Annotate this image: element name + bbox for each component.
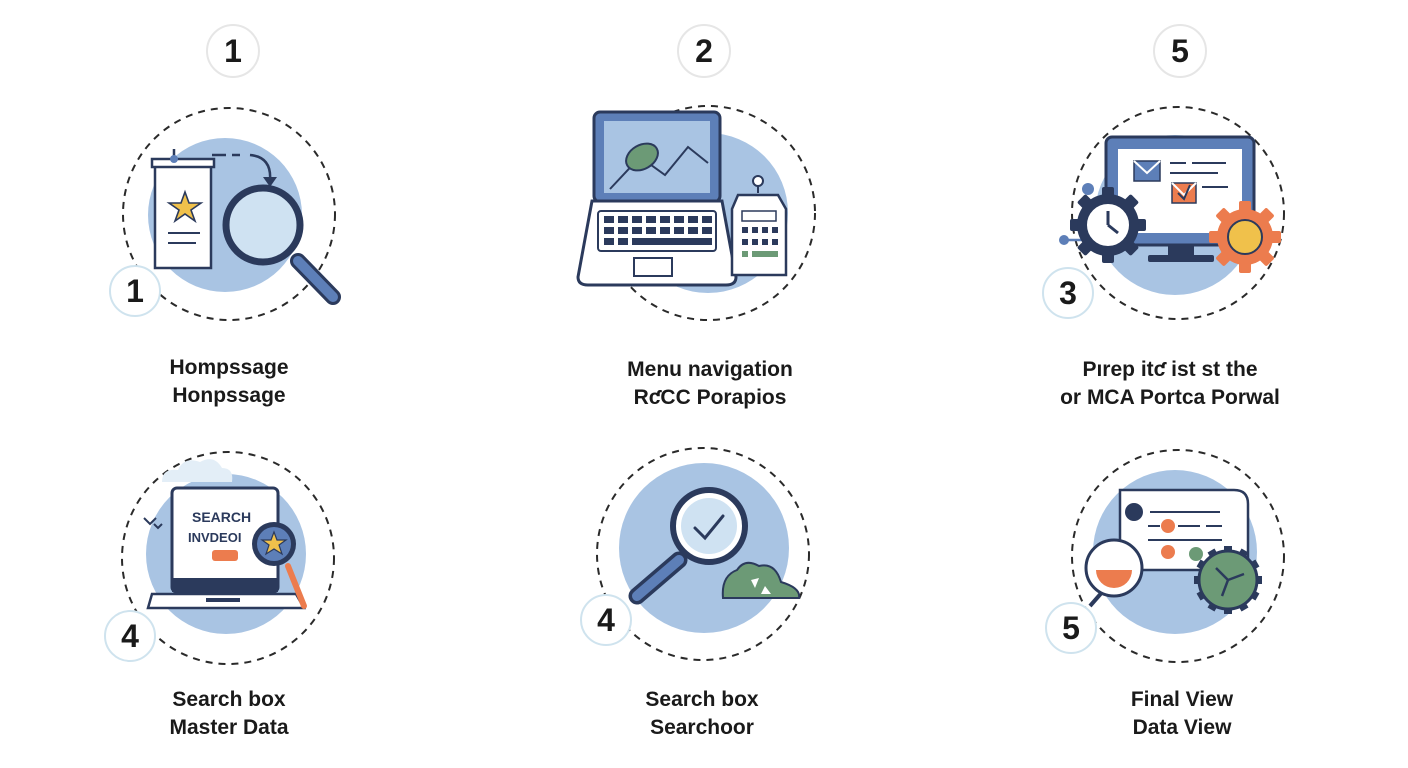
step-label-5-line2: Searchoor [650, 716, 754, 739]
step-label-5: Search box Searchoor [542, 686, 862, 742]
step-badge-5: 4 [580, 594, 632, 646]
step-badge-1: 1 [109, 265, 161, 317]
magnifier-with-checkmark-icon [596, 447, 810, 661]
top-step-number-1: 1 [206, 24, 260, 78]
screen-search-text: SEARCH [192, 509, 251, 525]
step-label-3-line1: Pırep itƈ ist st the [1082, 358, 1258, 381]
step-label-1-line1: Hompssage [169, 356, 289, 379]
step-label-5-line1: Search box [645, 688, 759, 711]
step-badge-6: 5 [1045, 602, 1097, 654]
step-label-1: Hompssage Honpssage [69, 354, 389, 410]
step-badge-3: 3 [1042, 267, 1094, 319]
step-label-4-line1: Search box [172, 688, 286, 711]
step-label-6-line1: Final View [1130, 688, 1234, 711]
step-label-6: Final View Data View [1022, 686, 1342, 742]
monitor-with-gears-icon [1059, 106, 1285, 320]
step-label-1-line2: Honpssage [172, 384, 286, 407]
top-step-number-2: 2 [677, 24, 731, 78]
step-label-4: Search box Master Data [69, 686, 389, 742]
screen-subtitle-text: INVDEOI [188, 530, 241, 545]
document-with-chart-and-gear-icon [1071, 449, 1285, 663]
step-label-3-line2: or MCA Portca Porwal [1060, 386, 1280, 409]
step-label-6-line2: Data View [1132, 716, 1232, 739]
step-label-2: Menu navigation RƈCC Porapios [550, 356, 870, 412]
step-label-4-line2: Master Data [169, 716, 289, 739]
step-label-3: Pırep itƈ ist st the or MCA Portca Porwa… [1010, 356, 1330, 412]
document-with-star-and-magnifier-icon [122, 107, 341, 321]
step-badge-4: 4 [104, 610, 156, 662]
step-label-2-line1: Menu navigation [627, 358, 793, 381]
step-label-2-line2: RƈCC Porapios [633, 386, 787, 409]
laptop-search-screen-icon: SEARCH INVDEOI [121, 451, 335, 665]
top-step-number-3: 5 [1153, 24, 1207, 78]
laptop-with-calculator-icon [576, 105, 816, 321]
